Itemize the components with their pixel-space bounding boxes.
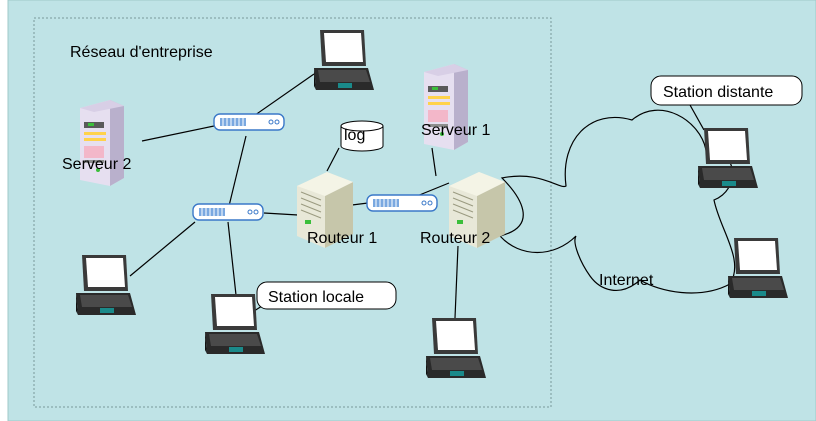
internet-cloud	[498, 109, 736, 294]
link-router2-laptop-bottom	[454, 245, 459, 319]
station-locale-label: Station locale	[268, 289, 364, 306]
server-2-label: Serveur 2	[62, 156, 131, 173]
switch-right	[366, 194, 438, 212]
link-switch-left-router1	[263, 212, 299, 216]
link-switch-right-router2	[416, 182, 450, 197]
router-1-label: Routeur 1	[307, 230, 377, 247]
enterprise-zone	[33, 17, 552, 408]
connections	[129, 73, 705, 321]
link-log-router1	[326, 147, 340, 172]
log-database-icon	[340, 120, 384, 152]
server-2-device	[80, 100, 124, 186]
enterprise-network-label: Réseau d'entreprise	[70, 44, 213, 61]
router-2-label: Routeur 2	[420, 230, 490, 247]
switch-left	[192, 203, 264, 221]
link-switch-top-switch-left	[228, 135, 247, 207]
log-label: log	[344, 127, 365, 144]
station-distante-label: Station distante	[663, 84, 773, 101]
station-distante-callout	[650, 75, 803, 106]
switch-top	[213, 113, 285, 131]
link-server1-router2	[431, 147, 437, 177]
link-router1-switch-right	[351, 202, 369, 206]
link-switch-top-laptop-top	[247, 73, 315, 121]
server-1-label: Serveur 1	[421, 122, 490, 139]
link-switch-left-laptop-left	[129, 221, 196, 277]
internet-label: Internet	[599, 272, 654, 289]
station-locale-callout	[256, 281, 397, 310]
link-server2-switch-top	[141, 125, 215, 142]
link-switch-left-station-locale	[227, 221, 237, 296]
callout-pointer-remote	[689, 104, 705, 131]
